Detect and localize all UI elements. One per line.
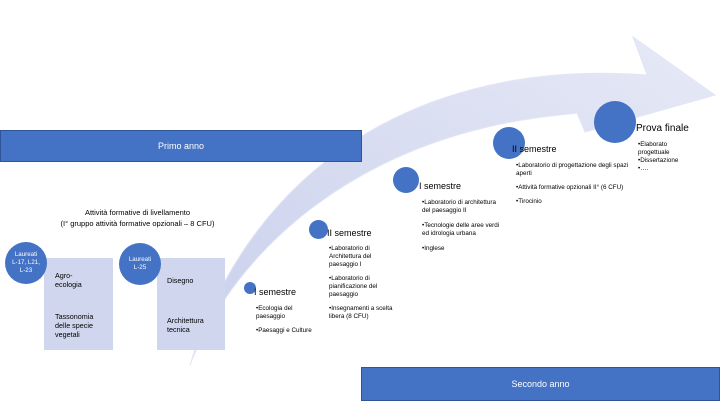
stage2-marker	[309, 220, 328, 239]
stage1-heading: I semestre	[254, 287, 297, 297]
stage2-bullet: •Insegnamenti a scelta libera (8 CFU)	[329, 305, 393, 320]
stage4-bullet: •Attività formative opzionali II° (6 CFU…	[516, 184, 624, 191]
leveling-title-line2: (I° gruppo attività formative opzionali …	[60, 219, 215, 228]
stage5-bullet: •….	[638, 165, 649, 172]
second-year-label: Secondo anno	[511, 379, 570, 389]
stage2-bullet: •Laboratorio di pianificazione del paesa…	[329, 275, 378, 298]
stage5-marker	[594, 101, 636, 143]
course-technical-architecture: Architettura tecnica	[167, 316, 204, 334]
course-taxonomy: Tassonomia delle specie vegetali	[55, 312, 94, 339]
stage3-marker	[393, 167, 419, 193]
badge-group2-line1: Laureati	[128, 256, 152, 263]
badge-group2-line2: L-25	[133, 264, 147, 271]
stage5-heading: Prova finale	[636, 123, 689, 134]
stage5-bullet: •Elaborato progettuale	[638, 141, 670, 156]
stage4-bullet: •Laboratorio di progettazione degli spaz…	[516, 162, 629, 177]
leveling-title: Attività formative di livellamento (I° g…	[20, 207, 255, 229]
second-year-banner: Secondo anno	[361, 367, 720, 401]
badge-group1: Laureati L-17, L21, L-23	[5, 242, 47, 284]
stage2-bullet: •Laboratorio di Architettura del paesagg…	[329, 245, 372, 268]
stage1-bullet: •Paesaggi e Culture	[256, 327, 312, 334]
leveling-card-group2	[157, 258, 225, 350]
leveling-card-group1	[44, 258, 113, 350]
first-year-banner: Primo anno	[0, 130, 362, 162]
stage3-bullet: •Laboratorio di architettura del paesagg…	[422, 199, 496, 214]
first-year-label: Primo anno	[157, 141, 205, 151]
stage5-bullet: •Dissertazione	[638, 157, 679, 164]
stage3-bullet: •Tecnologie delle aree verdi ed idrologi…	[422, 222, 500, 237]
badge-group1-line2: L-17, L21,	[12, 259, 40, 266]
stage5-bullets: •Elaborato progettuale •Dissertazione •……	[638, 141, 698, 173]
stage4-bullet: •Tirocinio	[516, 198, 542, 205]
stage4-heading: II semestre	[512, 144, 557, 154]
stage3-bullet: •Inglese	[422, 245, 445, 252]
stage3-heading: I semestre	[419, 181, 462, 191]
badge-group1-line3: L-23	[19, 267, 33, 274]
stage3-bullets: •Laboratorio di architettura del paesagg…	[422, 199, 504, 253]
stage1-bullet: •Ecologia del paesaggio	[256, 305, 293, 320]
stage2-bullets: •Laboratorio di Architettura del paesagg…	[329, 245, 401, 321]
badge-group2: Laureati L-25	[119, 243, 161, 285]
course-agroecology: Agro-ecologia	[55, 271, 82, 289]
stage1-marker	[244, 282, 256, 294]
leveling-title-line1: Attività formative di livellamento	[84, 208, 191, 217]
stage2-heading: II semestre	[327, 228, 372, 238]
stage1-bullets: •Ecologia del paesaggio •Paesaggi e Cult…	[256, 305, 314, 335]
badge-group1-line1: Laureati	[14, 251, 38, 258]
course-drawing: Disegno	[167, 276, 194, 285]
stage4-marker	[493, 127, 525, 159]
stage4-bullets: •Laboratorio di progettazione degli spaz…	[516, 162, 634, 206]
